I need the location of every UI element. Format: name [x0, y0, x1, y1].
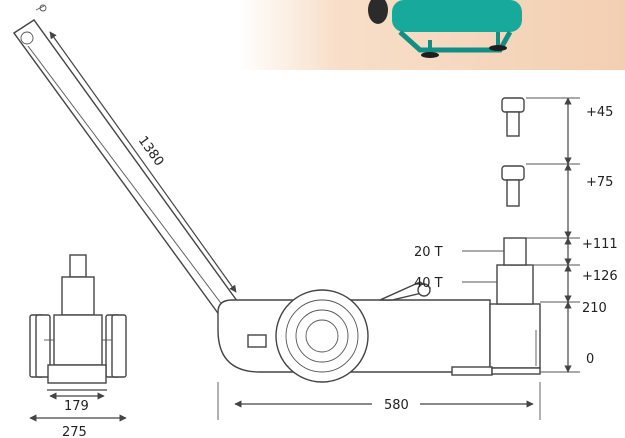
dim-1380-arrow: [49, 31, 237, 293]
dim-275-label: 275: [62, 425, 87, 438]
product-photo: [238, 0, 625, 70]
dim-plus126-label: +126: [582, 269, 618, 284]
capacity-40t-label: 40 T: [414, 276, 443, 291]
dim-580-label: 580: [384, 398, 409, 413]
capacity-20t-label: 20 T: [414, 245, 443, 260]
extension-45: [501, 97, 525, 137]
dim-plus111-label: +111: [582, 237, 618, 252]
extension-75: [501, 165, 525, 207]
side-view: [217, 237, 541, 383]
dim-0-label: 0: [586, 352, 594, 367]
height-dimensions: [526, 97, 580, 373]
dim-179-label: 179: [64, 399, 89, 414]
dim-plus45-label: +45: [586, 105, 613, 120]
front-view: [29, 254, 127, 384]
dim-plus75-label: +75: [586, 175, 613, 190]
handle: [12, 4, 242, 317]
dim-210-label: 210: [582, 301, 607, 316]
dim-1380-label: 1380: [135, 134, 167, 170]
